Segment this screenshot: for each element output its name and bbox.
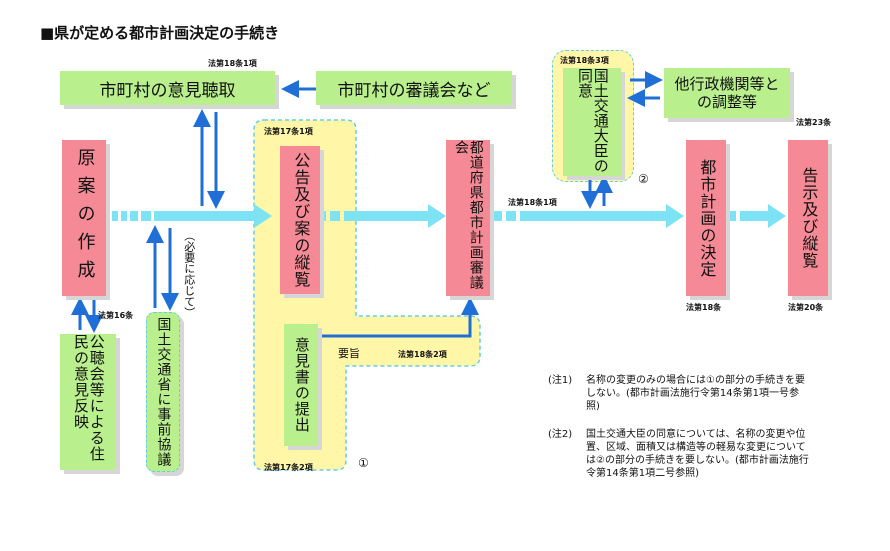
label-as-needed: （必要に応じて） — [182, 230, 196, 318]
note-2: (注2) 国土交通大臣の同意については、名称の変更や位置、区域、面積又は構造等の軽… — [548, 428, 823, 480]
box-municipal-council: 市町村の審議会など — [316, 71, 512, 105]
label-art20: 法第20条 — [788, 303, 824, 312]
box-opinion-submission: 意見書の提出 — [284, 324, 318, 446]
note-1: (注1) 名称の変更のみの場合には①の部分の手続きを要しない。(都市計画法施行令第… — [548, 374, 823, 413]
circle-2-marker: ② — [638, 172, 649, 186]
summary-link — [318, 297, 479, 338]
circle-1-marker: ① — [358, 456, 369, 470]
box-minister-consent: 国土交通大臣の同意 — [563, 68, 621, 176]
box-announcement: 公告及び案の縦覧 — [280, 146, 320, 294]
note-1-head: (注1) — [548, 375, 573, 386]
box-public-hearing: 公聴会等による住民の意見反映 — [60, 334, 116, 470]
box-decision: 都市計画の決定 — [686, 140, 726, 296]
box-municipal-hearing: 市町村の意見聴取 — [60, 71, 275, 105]
label-art18-3: 法第18条3項 — [560, 56, 609, 65]
label-art17-1: 法第17条1項 — [264, 127, 313, 136]
page-title: ■県が定める都市計画決定の手続き — [40, 24, 280, 42]
label-summary: 要旨 — [338, 347, 360, 360]
note-1-text: 名称の変更のみの場合には①の部分の手続きを要しない。(都市計画法施行令第14条第… — [586, 375, 805, 412]
box-draft: 原案の作成 — [62, 140, 106, 296]
note-2-head: (注2) — [548, 429, 573, 440]
label-art18-1-flow: 法第18条1項 — [508, 198, 557, 207]
label-art18-1: 法第18条1項 — [208, 59, 257, 68]
box-other-agencies: 他行政機関等との調整等 — [664, 68, 790, 118]
box-prefectural-council: 都道府県都市計画審議会 — [446, 140, 490, 296]
main-flow — [112, 204, 786, 228]
label-art18-2: 法第18条2項 — [398, 350, 447, 359]
box-mlit-prior-consultation: 国土交通省に事前協議 — [146, 312, 180, 472]
label-art18: 法第18条 — [686, 303, 722, 312]
label-art16: 法第16条 — [98, 311, 134, 320]
note-2-text: 国土交通大臣の同意については、名称の変更や位置、区域、面積又は構造等の軽易な変更… — [586, 429, 809, 479]
label-art23: 法第23条 — [796, 118, 832, 127]
label-art17-2: 法第17条2項 — [264, 463, 313, 472]
box-notice: 告示及び縦覧 — [788, 140, 828, 296]
